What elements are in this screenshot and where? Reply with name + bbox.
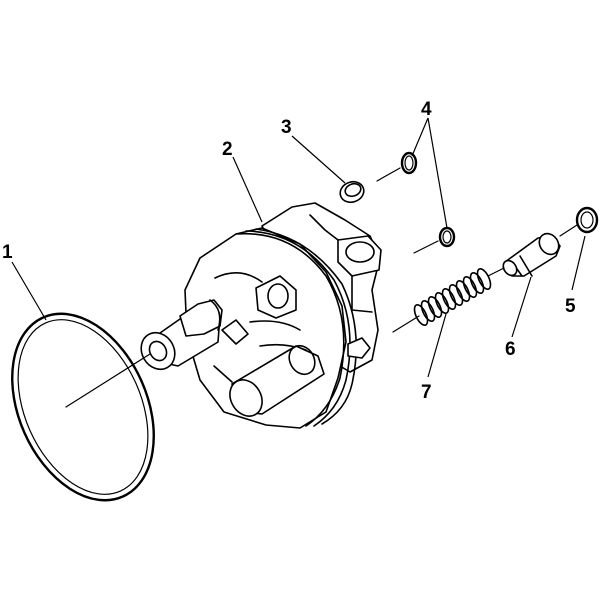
small-o-rings — [400, 151, 456, 248]
callout-7: 7 — [421, 382, 432, 403]
callout-5: 5 — [565, 296, 576, 317]
plug — [339, 180, 365, 204]
callout-2: 2 — [222, 139, 233, 160]
leader-lines — [11, 117, 586, 378]
spring — [413, 268, 492, 326]
callout-3: 3 — [281, 117, 292, 138]
valve-o-ring — [575, 206, 599, 234]
o-ring-seal — [11, 312, 155, 502]
callout-1: 1 — [2, 242, 13, 263]
callout-6: 6 — [505, 339, 516, 360]
callout-4: 4 — [421, 99, 432, 120]
callout-labels: 1 2 3 4 5 6 7 — [2, 99, 576, 403]
assembly-center-lines — [65, 167, 578, 408]
pump-body — [140, 202, 382, 429]
valve-plunger — [502, 232, 561, 277]
